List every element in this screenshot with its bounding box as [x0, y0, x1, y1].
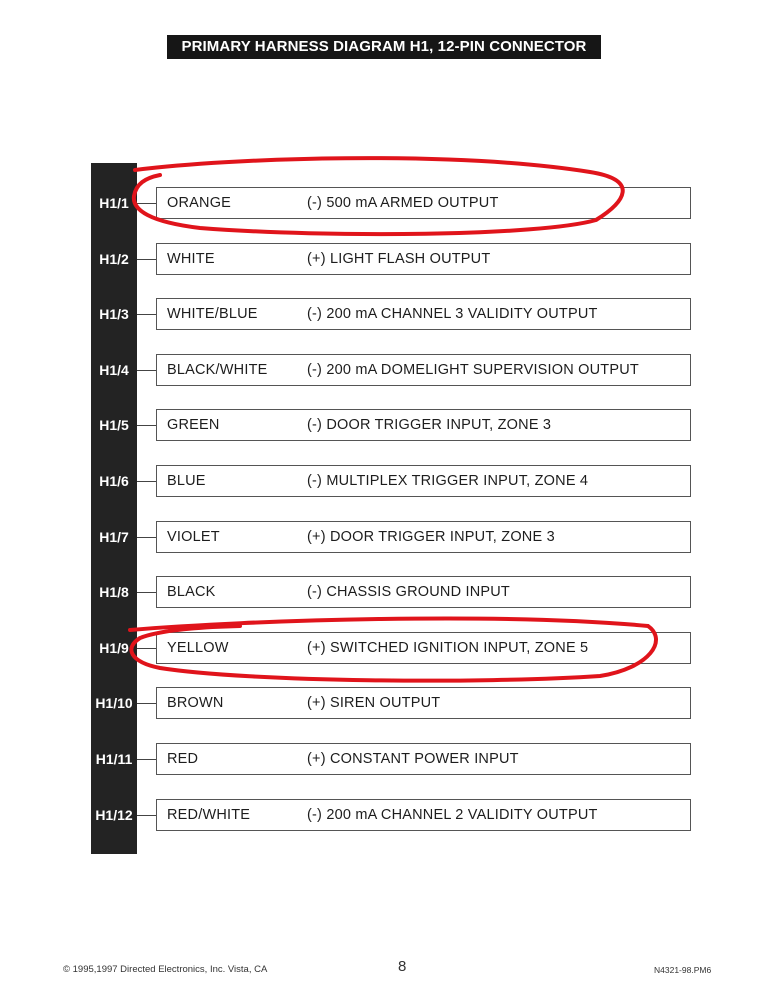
connector-block — [91, 163, 137, 854]
wire-function-label: (-) CHASSIS GROUND INPUT — [307, 584, 510, 600]
wire-function-label: (+) DOOR TRIGGER INPUT, ZONE 3 — [307, 529, 555, 545]
wire-color-label: RED — [167, 751, 199, 767]
wire-row: ORANGE (-) 500 mA ARMED OUTPUT — [156, 187, 691, 219]
wire-function-label: (-) MULTIPLEX TRIGGER INPUT, ZONE 4 — [307, 473, 589, 489]
wire-function-label: (+) CONSTANT POWER INPUT — [307, 751, 519, 767]
lead-line — [137, 537, 157, 538]
wire-row: VIOLET (+) DOOR TRIGGER INPUT, ZONE 3 — [156, 521, 691, 553]
wire-row: YELLOW (+) SWITCHED IGNITION INPUT, ZONE … — [156, 632, 691, 664]
lead-line — [137, 703, 157, 704]
footer-copyright: © 1995,1997 Directed Electronics, Inc. V… — [63, 964, 268, 975]
pin-label: H1/2 — [99, 250, 129, 267]
wire-function-label: (-) 500 mA ARMED OUTPUT — [307, 195, 499, 211]
lead-line — [137, 815, 157, 816]
pin-label: H1/7 — [99, 528, 129, 545]
pin-label: H1/4 — [99, 361, 129, 378]
pin-label: H1/9 — [99, 639, 129, 656]
wire-color-label: BLACK/WHITE — [167, 362, 268, 378]
wire-color-label: WHITE/BLUE — [167, 306, 258, 322]
wire-color-label: BLACK — [167, 584, 216, 600]
wire-color-label: YELLOW — [167, 640, 229, 656]
wire-color-label: WHITE — [167, 251, 215, 267]
lead-line — [137, 370, 157, 371]
lead-line — [137, 203, 157, 204]
wire-row: BROWN (+) SIREN OUTPUT — [156, 687, 691, 719]
wire-row: RED/WHITE (-) 200 mA CHANNEL 2 VALIDITY O… — [156, 799, 691, 831]
lead-line — [137, 259, 157, 260]
document-code: N4321-98.PM6 — [654, 965, 712, 975]
wire-row: RED (+) CONSTANT POWER INPUT — [156, 743, 691, 775]
lead-line — [137, 648, 157, 649]
pin-label: H1/11 — [95, 751, 133, 767]
wire-color-label: RED/WHITE — [167, 807, 251, 823]
wire-function-label: (-) DOOR TRIGGER INPUT, ZONE 3 — [307, 417, 552, 433]
pin-label: H1/6 — [99, 473, 129, 489]
pin-label: H1/8 — [99, 584, 129, 601]
page-number: 8 — [398, 958, 407, 975]
lead-line — [137, 314, 157, 315]
wire-row: BLUE (-) MULTIPLEX TRIGGER INPUT, ZONE 4 — [156, 465, 691, 497]
wire-row: BLACK/WHITE (-) 200 mA DOMELIGHT SUPERVIS… — [156, 354, 691, 386]
annotation-circle-h1-1 — [131, 156, 625, 237]
wire-row: WHITE (+) LIGHT FLASH OUTPUT — [156, 243, 691, 275]
annotation-circle-h1-9 — [128, 616, 658, 683]
wire-function-label: (-) 200 mA CHANNEL 3 VALIDITY OUTPUT — [307, 306, 598, 322]
wire-color-label: ORANGE — [167, 195, 232, 211]
wire-color-label: BLUE — [167, 473, 206, 489]
wire-row: WHITE/BLUE (-) 200 mA CHANNEL 3 VALIDITY … — [156, 298, 691, 330]
lead-line — [137, 592, 157, 593]
lead-line — [137, 481, 157, 482]
pin-label: H1/12 — [95, 806, 133, 823]
wire-function-label: (-) 200 mA CHANNEL 2 VALIDITY OUTPUT — [307, 807, 598, 823]
pin-label: H1/1 — [99, 195, 129, 211]
pin-label: H1/3 — [99, 306, 129, 323]
wire-function-label: (+) LIGHT FLASH OUTPUT — [307, 251, 491, 267]
lead-line — [137, 759, 157, 760]
pin-label: H1/10 — [95, 695, 133, 712]
lead-line — [137, 425, 157, 426]
wire-function-label: (+) SIREN OUTPUT — [307, 695, 441, 711]
wire-row: BLACK (-) CHASSIS GROUND INPUT — [156, 576, 691, 608]
diagram-title: PRIMARY HARNESS DIAGRAM H1, 12-PIN CONNE… — [167, 35, 601, 59]
wire-color-label: GREEN — [167, 417, 220, 433]
wire-function-label: (-) 200 mA DOMELIGHT SUPERVISION OUTPUT — [307, 362, 639, 378]
wire-color-label: VIOLET — [167, 529, 220, 545]
wire-function-label: (+) SWITCHED IGNITION INPUT, ZONE 5 — [307, 640, 589, 656]
wire-color-label: BROWN — [167, 695, 224, 711]
wire-row: GREEN (-) DOOR TRIGGER INPUT, ZONE 3 — [156, 409, 691, 441]
pin-label: H1/5 — [99, 417, 129, 434]
